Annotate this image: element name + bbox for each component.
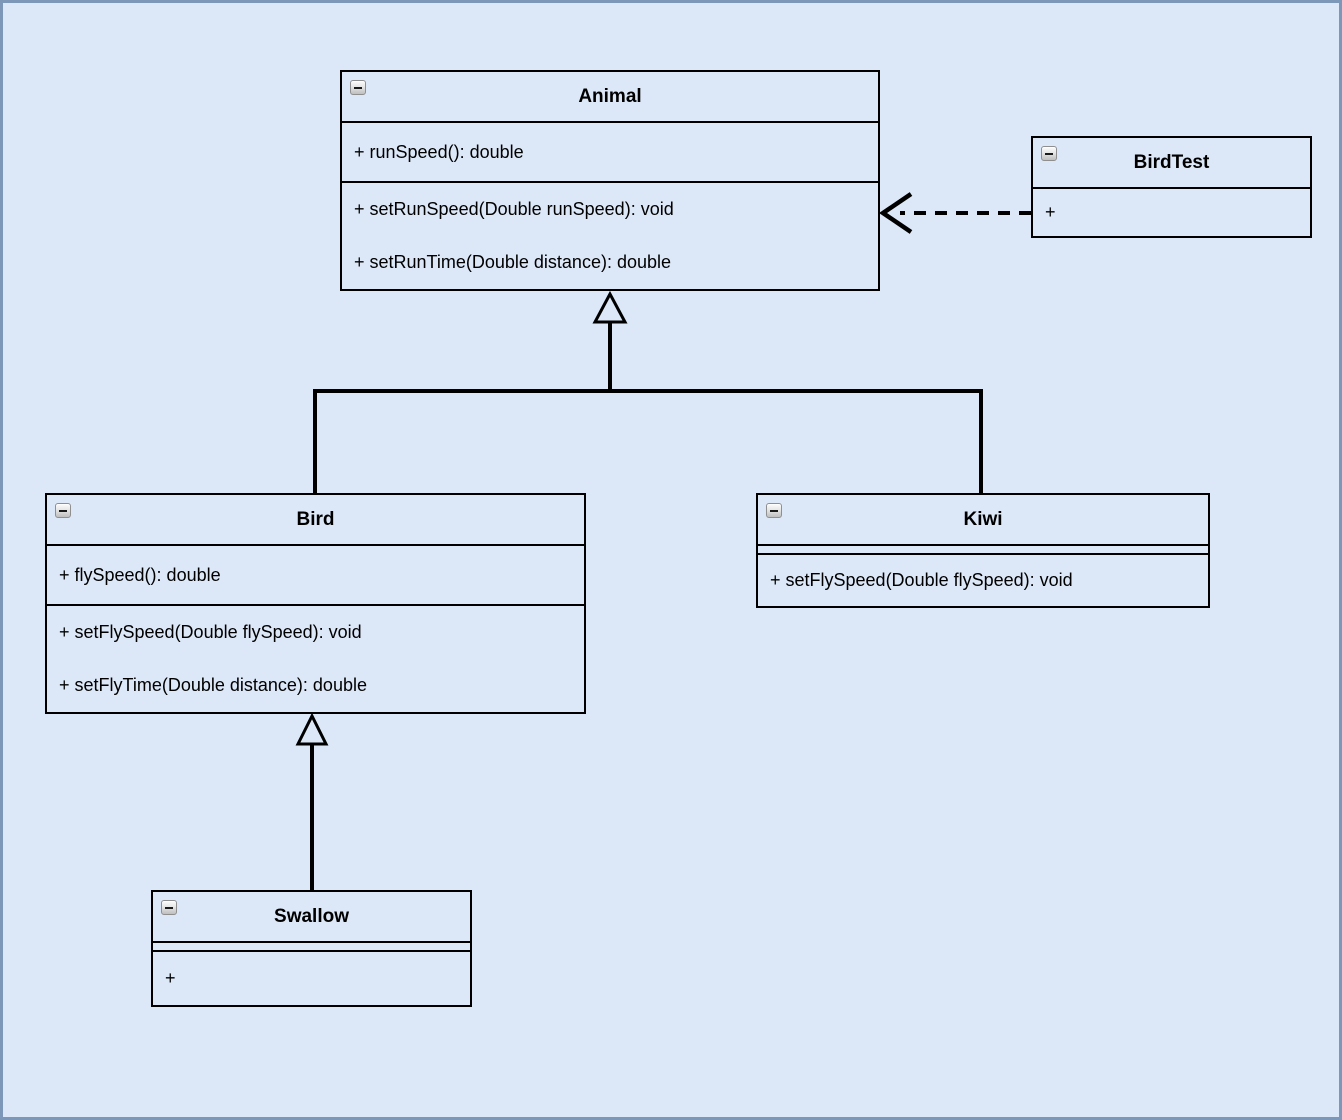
class-name: Animal bbox=[578, 85, 642, 107]
dependency-birdtest-to-animal[interactable] bbox=[878, 192, 1031, 234]
field-row: + runSpeed(): double bbox=[354, 141, 524, 162]
class-title-bar: Bird bbox=[47, 495, 584, 544]
collapse-icon[interactable] bbox=[1041, 146, 1057, 161]
fields-compartment: + runSpeed(): double bbox=[342, 121, 878, 181]
method-row: + bbox=[1045, 202, 1056, 222]
collapse-icon[interactable] bbox=[766, 503, 782, 518]
open-arrowhead bbox=[878, 192, 913, 234]
methods-compartment: + setRunSpeed(Double runSpeed): void + s… bbox=[342, 181, 878, 289]
fields-compartment: + flySpeed(): double bbox=[47, 544, 584, 604]
collapse-icon[interactable] bbox=[161, 900, 177, 915]
field-row: + flySpeed(): double bbox=[59, 564, 221, 585]
class-title-bar: BirdTest bbox=[1033, 138, 1310, 187]
class-name: BirdTest bbox=[1133, 151, 1210, 173]
uml-class-swallow[interactable]: Swallow + bbox=[151, 890, 472, 1007]
connector-layer bbox=[295, 192, 1031, 890]
class-title-bar: Kiwi bbox=[758, 495, 1208, 544]
method-row: + setFlySpeed(Double flySpeed): void bbox=[770, 570, 1073, 590]
hollow-triangle-arrowhead bbox=[295, 712, 329, 746]
generalization-swallow-to-bird[interactable] bbox=[295, 712, 329, 890]
uml-class-bird[interactable]: Bird + flySpeed(): double + setFlySpeed(… bbox=[45, 493, 586, 714]
methods-compartment: + bbox=[1033, 187, 1310, 236]
method-row: + setFlyTime(Double distance): double bbox=[59, 675, 367, 695]
collapse-icon[interactable] bbox=[350, 80, 366, 95]
method-row: + bbox=[165, 968, 176, 988]
class-title-bar: Swallow bbox=[153, 892, 470, 941]
fields-compartment-empty bbox=[758, 544, 1208, 553]
collapse-icon[interactable] bbox=[55, 503, 71, 518]
class-name: Bird bbox=[296, 508, 335, 530]
methods-compartment: + bbox=[153, 950, 470, 1005]
uml-class-kiwi[interactable]: Kiwi + setFlySpeed(Double flySpeed): voi… bbox=[756, 493, 1210, 608]
method-row: + setFlySpeed(Double flySpeed): void bbox=[59, 622, 362, 642]
method-row: + setRunSpeed(Double runSpeed): void bbox=[354, 199, 674, 219]
class-title-bar: Animal bbox=[342, 72, 878, 121]
methods-compartment: + setFlySpeed(Double flySpeed): void bbox=[758, 553, 1208, 606]
class-name: Kiwi bbox=[963, 508, 1003, 530]
method-row: + setRunTime(Double distance): double bbox=[354, 252, 672, 272]
generalization-bird-kiwi-to-animal[interactable] bbox=[313, 290, 983, 493]
fields-compartment-empty bbox=[153, 941, 470, 950]
methods-compartment: + setFlySpeed(Double flySpeed): void + s… bbox=[47, 604, 584, 712]
class-name: Swallow bbox=[274, 905, 349, 927]
uml-class-animal[interactable]: Animal + runSpeed(): double + setRunSpee… bbox=[340, 70, 880, 291]
uml-class-birdtest[interactable]: BirdTest + bbox=[1031, 136, 1312, 238]
hollow-triangle-arrowhead bbox=[592, 290, 628, 324]
